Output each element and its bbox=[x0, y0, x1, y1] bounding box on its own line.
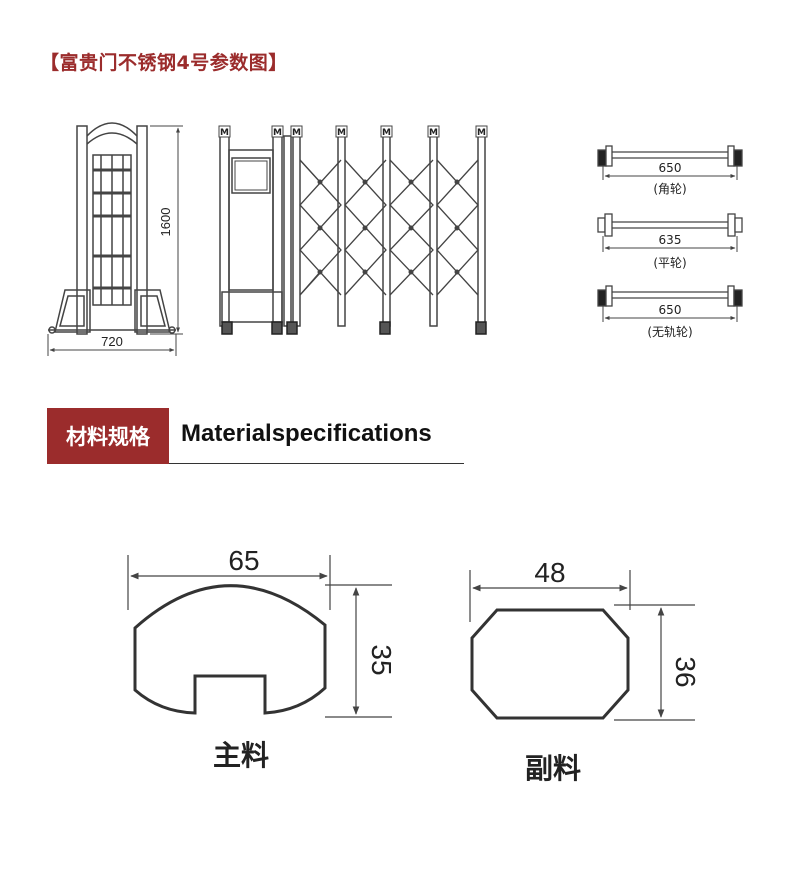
motor-mark-icon: M bbox=[290, 125, 303, 138]
motor-mark-icon: M bbox=[218, 125, 231, 138]
motor-mark-icon: M bbox=[380, 125, 393, 138]
wheel-diagram-trackless bbox=[597, 285, 743, 322]
motor-mark-icon: M bbox=[475, 125, 488, 138]
motor-mark-label: M bbox=[292, 128, 301, 138]
gate-height-label: 1600 bbox=[158, 208, 173, 237]
motor-mark-label: M bbox=[273, 128, 282, 138]
main-profile-shape bbox=[133, 584, 327, 715]
motor-mark-label: M bbox=[477, 128, 486, 138]
wheel-flat-type: (平轮) bbox=[653, 256, 686, 270]
section-underline bbox=[169, 463, 464, 464]
gate-height-dimension bbox=[150, 125, 183, 335]
main-profile-height: 35 bbox=[366, 644, 397, 675]
motor-marks: M M M M M M M bbox=[218, 125, 488, 138]
section-label-en: Materialspecifications bbox=[181, 420, 432, 447]
wheel-trackless-dimension: 650 bbox=[659, 303, 682, 317]
secondary-profile-width: 48 bbox=[534, 557, 565, 588]
motor-mark-label: M bbox=[220, 128, 229, 138]
main-profile-name: 主料 bbox=[213, 739, 269, 772]
main-profile-width: 65 bbox=[228, 545, 259, 576]
wheel-trackless-type: (无轨轮) bbox=[647, 325, 692, 339]
wheel-diagram-flat bbox=[597, 213, 743, 252]
motor-mark-icon: M bbox=[427, 125, 440, 138]
secondary-profile-dimensions bbox=[469, 570, 695, 721]
gate-width-dimension bbox=[47, 334, 177, 356]
motor-mark-label: M bbox=[382, 128, 391, 138]
main-profile-dimensions bbox=[127, 555, 392, 718]
wheel-corner-type: (角轮) bbox=[653, 182, 686, 196]
motor-mark-icon: M bbox=[335, 125, 348, 138]
wheel-flat-dimension: 635 bbox=[659, 233, 682, 247]
gate-expanded-view bbox=[219, 135, 487, 335]
wheel-corner-dimension: 650 bbox=[659, 161, 682, 175]
secondary-profile-name: 副料 bbox=[525, 752, 581, 785]
motor-mark-label: M bbox=[337, 128, 346, 138]
gate-width-label: 720 bbox=[101, 334, 123, 349]
secondary-profile-shape bbox=[470, 608, 630, 720]
section-label-cn: 材料规格 bbox=[47, 408, 169, 464]
gate-front-view bbox=[48, 122, 176, 335]
page-title: 【富贵门不锈钢4号参数图】 bbox=[40, 52, 288, 74]
motor-mark-icon: M bbox=[271, 125, 284, 138]
wheel-diagram-corner bbox=[597, 145, 743, 180]
secondary-profile-height: 36 bbox=[670, 656, 701, 687]
motor-mark-label: M bbox=[429, 128, 438, 138]
